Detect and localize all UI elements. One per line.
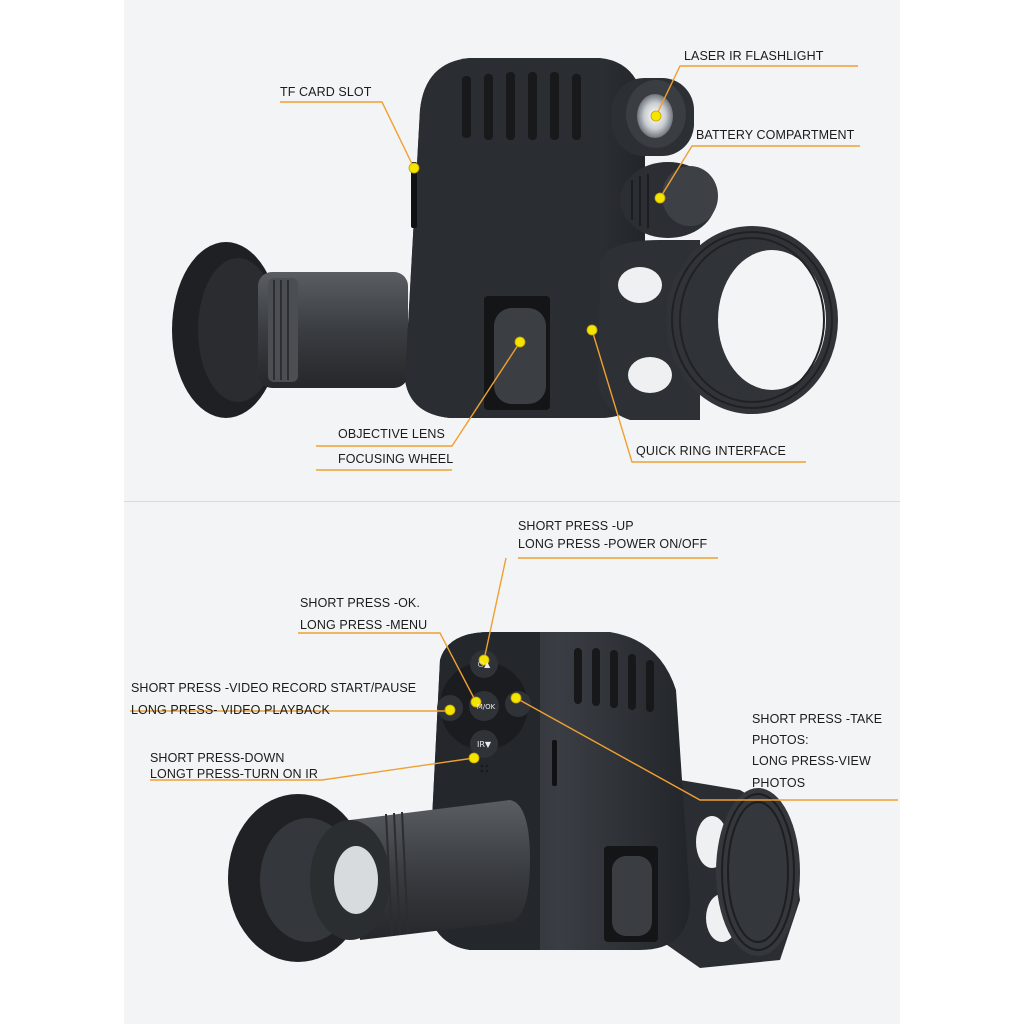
marker-down — [468, 752, 480, 764]
label-photo-line3: LONG PRESS-VIEW — [752, 754, 871, 768]
top-main-body — [405, 58, 645, 418]
label-video-long: LONG PRESS- VIDEO PLAYBACK — [131, 703, 330, 717]
top-device — [172, 58, 838, 420]
marker-ok — [470, 696, 482, 708]
label-photo-line2: PHOTOS: — [752, 733, 809, 747]
top-ocular-tube — [258, 272, 408, 388]
label-video-short: SHORT PRESS -VIDEO RECORD START/PAUSE — [131, 681, 417, 695]
ok-button-glyph: M/OK — [477, 703, 496, 711]
label-photo-line1: SHORT PRESS -TAKE — [752, 712, 883, 726]
bottom-ocular-tube — [350, 800, 530, 940]
marker-photo — [510, 692, 522, 704]
marker-dots — [408, 110, 666, 764]
label-down-long: LONGT PRESS-TURN ON IR — [150, 767, 318, 781]
marker-quick-ring — [586, 324, 598, 336]
label-focusing-wheel: FOCUSING WHEEL — [338, 452, 454, 466]
marker-up — [478, 654, 490, 666]
label-laser-ir-flashlight: LASER IR FLASHLIGHT — [684, 49, 824, 63]
down-ir-button — [470, 730, 498, 758]
label-battery-compartment: BATTERY COMPARTMENT — [696, 128, 855, 142]
bottom-device — [228, 632, 800, 968]
quick-ring-interface — [598, 226, 838, 420]
marker-video — [444, 704, 456, 716]
label-up-long: LONG PRESS -POWER ON/OFF — [518, 537, 708, 551]
leader-lines — [130, 65, 898, 801]
focusing-wheel — [494, 308, 546, 404]
section-divider — [124, 501, 900, 502]
bottom-quick-ring — [660, 780, 800, 968]
battery-compartment — [620, 162, 718, 238]
label-photo-line4: PHOTOS — [752, 776, 806, 790]
label-up-short: SHORT PRESS -UP — [518, 519, 634, 533]
label-ok-short: SHORT PRESS -OK. — [300, 596, 420, 610]
tf-card-slot — [411, 162, 417, 228]
bottom-eyecup — [228, 794, 390, 962]
label-down-short: SHORT PRESS-DOWN — [150, 751, 285, 765]
label-quick-ring-interface: QUICK RING INTERFACE — [636, 444, 786, 458]
marker-focus — [514, 336, 526, 348]
label-tf-card-slot: TF CARD SLOT — [280, 85, 372, 99]
marker-battery — [654, 192, 666, 204]
label-ok-long: LONG PRESS -MENU — [300, 618, 428, 632]
marker-tf-slot — [408, 162, 420, 174]
up-button-glyph: ⏻▲ — [478, 660, 491, 669]
label-objective-lens: OBJECTIVE LENS — [338, 427, 445, 441]
marker-laser — [650, 110, 662, 122]
down-button-glyph: IR▼ — [477, 740, 492, 749]
